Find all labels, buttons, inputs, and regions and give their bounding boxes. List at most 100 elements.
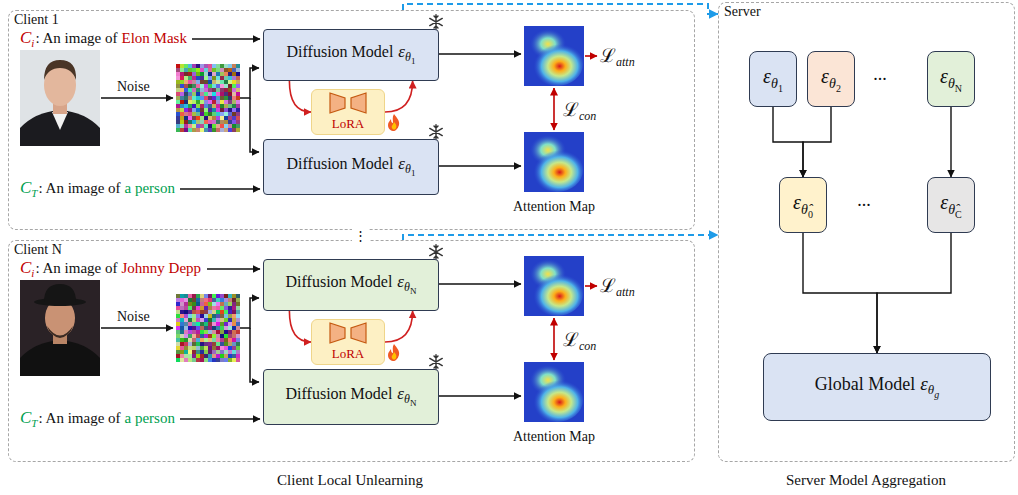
noise-pixel	[232, 116, 236, 120]
noise-pixel	[216, 318, 220, 322]
noise-pixel	[232, 330, 236, 334]
noise-pixel	[196, 358, 200, 362]
noise-pixel	[212, 64, 216, 68]
noise-pixel	[236, 100, 240, 104]
noise-pixel	[196, 330, 200, 334]
ellipsis: ...	[857, 190, 871, 210]
arrow-line	[101, 97, 173, 99]
noise-pixel	[232, 322, 236, 326]
noise-pixel	[224, 346, 228, 350]
noise-pixel	[228, 128, 232, 132]
noise-pixel	[200, 330, 204, 334]
noise-pixel	[180, 338, 184, 342]
noise-pixel	[204, 104, 208, 108]
label-group: Noise	[117, 306, 150, 326]
noise-pixel	[212, 112, 216, 116]
noise-pixel	[188, 104, 192, 108]
noise-pixel	[208, 128, 212, 132]
noise-pixel	[236, 120, 240, 124]
noise-pixel	[196, 104, 200, 108]
noise-pixel	[216, 354, 220, 358]
noise-pixel	[204, 346, 208, 350]
parameter-index: C	[955, 209, 962, 220]
noise-pixel	[232, 342, 236, 346]
noise-pixel	[216, 108, 220, 112]
noise-pixel	[204, 310, 208, 314]
noise-pixel	[176, 108, 180, 112]
label-group: ⋮	[352, 227, 369, 243]
frozen-icon	[430, 125, 442, 139]
panel-title: Server	[724, 4, 761, 19]
noise-pixel	[236, 124, 240, 128]
noise-pixel	[192, 120, 196, 124]
noise-pixel	[216, 116, 220, 120]
noise-pixel	[208, 108, 212, 112]
noise-pixel	[180, 302, 184, 306]
noise-pixel	[200, 120, 204, 124]
noise-image	[176, 64, 240, 132]
parameter-index: N	[955, 83, 962, 94]
portrait-photo	[20, 50, 100, 146]
noise-pixel	[192, 318, 196, 322]
label-group: ℒcon	[563, 328, 596, 351]
noise-pixel	[212, 302, 216, 306]
noise-pixel	[228, 120, 232, 124]
noise-pixel	[204, 76, 208, 80]
noise-pixel	[236, 112, 240, 116]
noise-pixel	[208, 306, 212, 310]
noise-pixel	[176, 120, 180, 124]
noise-pixel	[232, 318, 236, 322]
noise-pixel	[212, 314, 216, 318]
noise-pixel	[216, 120, 220, 124]
noise-pixel	[220, 64, 224, 68]
text-line: Diffusion ModelεθN	[286, 383, 417, 411]
loss-symbol: ℒ	[563, 98, 579, 120]
noise-pixel	[228, 76, 232, 80]
model-name: Diffusion Model	[286, 273, 393, 290]
noise-pixel	[224, 104, 228, 108]
noise-pixel	[208, 354, 212, 358]
noise-pixel	[208, 342, 212, 346]
label-group: Ci: An image ofJohnny Depp	[20, 258, 201, 278]
noise-pixel	[216, 80, 220, 84]
noise-pixel	[176, 306, 180, 310]
noise-pixel	[192, 330, 196, 334]
photo-shirt	[52, 112, 68, 130]
noise-pixel	[208, 88, 212, 92]
panel-title-holder: Server	[724, 3, 761, 19]
noise-pixel	[192, 306, 196, 310]
noise-pixel	[212, 68, 216, 72]
noise-pixel	[200, 354, 204, 358]
noise-pixel	[196, 314, 200, 318]
noise-pixel	[204, 342, 208, 346]
noise-pixel	[188, 314, 192, 318]
noise-pixel	[208, 322, 212, 326]
noise-pixel	[192, 128, 196, 132]
noise-pixel	[220, 310, 224, 314]
parameter-symbol: θ	[404, 392, 410, 406]
noise-pixel	[188, 318, 192, 322]
noise-pixel	[192, 302, 196, 306]
connector	[385, 81, 413, 112]
noise-pixel	[224, 294, 228, 298]
noise-pixel	[220, 350, 224, 354]
noise-pixel	[184, 358, 188, 362]
noise-pixel	[208, 68, 212, 72]
noise-pixel	[184, 326, 188, 330]
noise-pixel	[232, 112, 236, 116]
noise-pixel	[232, 104, 236, 108]
noise-pixel	[188, 354, 192, 358]
noise-pixel	[188, 84, 192, 88]
noise-pixel	[232, 128, 236, 132]
noise-pixel	[176, 112, 180, 116]
noise-pixel	[204, 338, 208, 342]
noise-pixel	[212, 326, 216, 330]
noise-pixel	[196, 342, 200, 346]
noise-pixel	[196, 334, 200, 338]
noise-pixel	[184, 72, 188, 76]
noise-pixel	[212, 76, 216, 80]
noise-pixel	[228, 124, 232, 128]
noise-pixel	[228, 88, 232, 92]
noise-pixel	[192, 84, 196, 88]
noise-pixel	[212, 354, 216, 358]
